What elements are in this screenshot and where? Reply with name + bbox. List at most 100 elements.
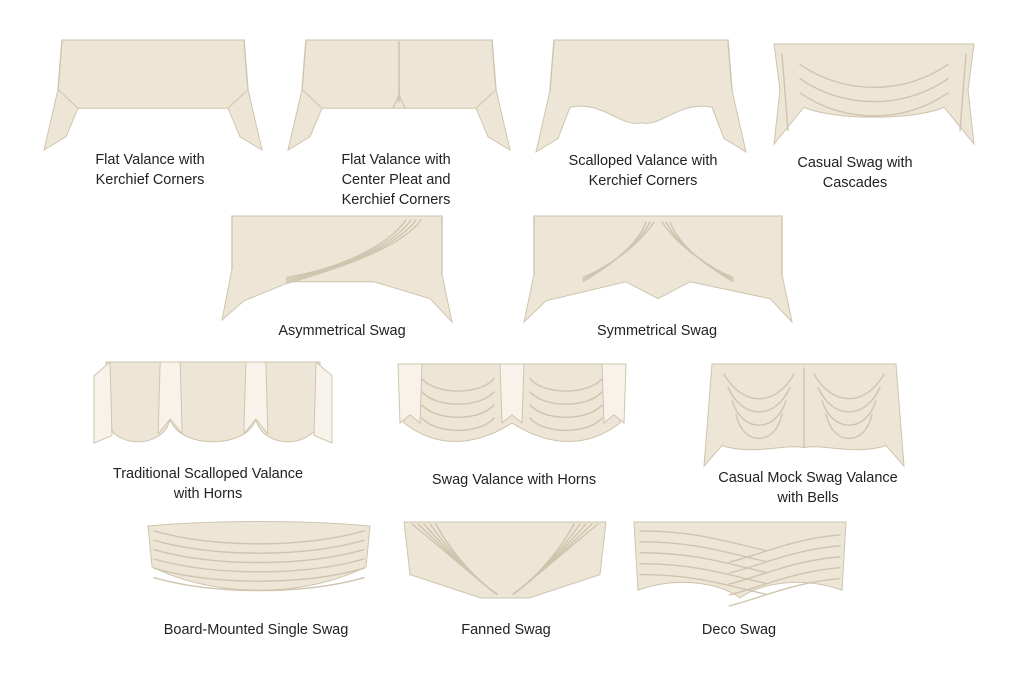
fan-fold [435, 523, 498, 595]
swag-fold [153, 530, 365, 545]
valance-swag-valance-horns [397, 363, 627, 446]
swag-fold [799, 63, 949, 88]
valance-body [773, 43, 975, 146]
valance-label-line: Center Pleat and [341, 172, 451, 188]
swag-fold [529, 391, 603, 405]
cascade-fold [781, 53, 789, 132]
swag-fold [731, 400, 787, 426]
valance-traditional-scalloped-horns [93, 360, 333, 454]
horn [243, 361, 269, 436]
valance-body [43, 39, 263, 152]
valance-flat-center-pleat [287, 39, 511, 152]
corner-fold [301, 39, 307, 91]
swag-fold [285, 219, 407, 279]
valance-scalloped-kerchief [535, 39, 747, 154]
corner-fold [491, 39, 497, 91]
valance-asymmetrical-swag [221, 215, 453, 324]
valance-label-line: Cascades [822, 175, 888, 191]
swag-fold [817, 386, 881, 413]
corner-edge [57, 89, 79, 109]
valance-illustration [703, 363, 905, 468]
valance-label-line: Asymmetrical Swag [278, 323, 406, 339]
valance-body [535, 39, 747, 154]
swag-fold [529, 404, 603, 418]
valance-board-mounted-single-swag [147, 520, 371, 598]
valance-label: Symmetrical Swag [537, 321, 777, 341]
valance-label-line: Flat Valance with [95, 152, 205, 168]
valance-label-line: Flat Valance with [341, 152, 451, 168]
swag-fold [285, 219, 422, 285]
valance-body [147, 521, 371, 591]
corner-fold [57, 39, 63, 91]
valance-deco-swag [633, 520, 847, 607]
valance-illustration [93, 360, 333, 444]
deco-fold [639, 562, 767, 584]
cascade-fold [959, 53, 967, 132]
swag-fold [669, 221, 734, 283]
fan-fold [512, 523, 575, 595]
horn [397, 363, 423, 425]
valance-label-line: Traditional Scalloped Valance [112, 466, 304, 482]
valance-illustration [147, 521, 371, 592]
swag-fold [421, 391, 495, 405]
valance-label-line: Symmetrical Swag [596, 323, 718, 339]
deco-fold [728, 534, 841, 563]
swag-fold [825, 413, 873, 440]
valance-illustration [287, 39, 511, 152]
valance-label: Swag Valance with Horns [394, 470, 634, 490]
valance-illustration [633, 521, 847, 607]
deco-fold [639, 530, 767, 552]
valance-illustration [535, 39, 747, 154]
swag-fold [421, 404, 495, 418]
valance-label-line: Casual Mock Swag Valance [718, 470, 898, 486]
valance-casual-mock-swag-bells [703, 363, 905, 468]
valance-label-line: Kerchief Corners [95, 172, 205, 188]
deco-fold [639, 541, 767, 563]
deco-fold [728, 556, 841, 585]
horn [93, 360, 113, 444]
horn [499, 363, 525, 425]
valance-label-line: with Horns [173, 486, 243, 502]
swag-fold [421, 378, 495, 392]
valance-body [105, 361, 321, 443]
valance-symmetrical-swag [523, 215, 793, 324]
swag-fold [421, 417, 495, 432]
swag-fold [153, 567, 365, 582]
swag-fold [529, 378, 603, 392]
swag-fold [799, 92, 949, 117]
valance-body [403, 521, 607, 599]
valance-body [523, 215, 793, 324]
valance-label-line: Casual Swag with [797, 155, 913, 171]
deco-fold [728, 566, 841, 596]
swag-fold [285, 219, 417, 283]
valance-label: Traditional Scalloped Valance with Horns [88, 464, 328, 504]
valance-illustration [221, 215, 453, 324]
horn [601, 363, 627, 425]
valance-label-line: Swag Valance with Horns [431, 472, 597, 488]
valance-label: Asymmetrical Swag [222, 321, 462, 341]
valance-illustration [43, 39, 263, 152]
valance-label-line: Scalloped Valance with [568, 153, 718, 169]
swag-fold [813, 373, 885, 400]
center-pleat-hem [392, 93, 406, 109]
swag-fold [799, 77, 949, 103]
valance-casual-swag-cascades [773, 43, 975, 146]
valance-label-line: Board-Mounted Single Swag [163, 622, 349, 638]
swag-fold [821, 400, 877, 426]
swag-fold [735, 413, 783, 440]
corner-edge [475, 89, 497, 109]
swag-fold [727, 386, 791, 413]
swag-fold [285, 219, 412, 281]
valance-body [221, 215, 453, 324]
valance-flat-kerchief [43, 39, 263, 152]
swag-fold [153, 558, 365, 573]
valance-label-line: Fanned Swag [461, 622, 551, 638]
valance-illustration [523, 215, 793, 324]
valance-body [633, 521, 847, 599]
valance-label: Fanned Swag [386, 620, 626, 640]
valance-label-line: Deco Swag [701, 622, 777, 638]
